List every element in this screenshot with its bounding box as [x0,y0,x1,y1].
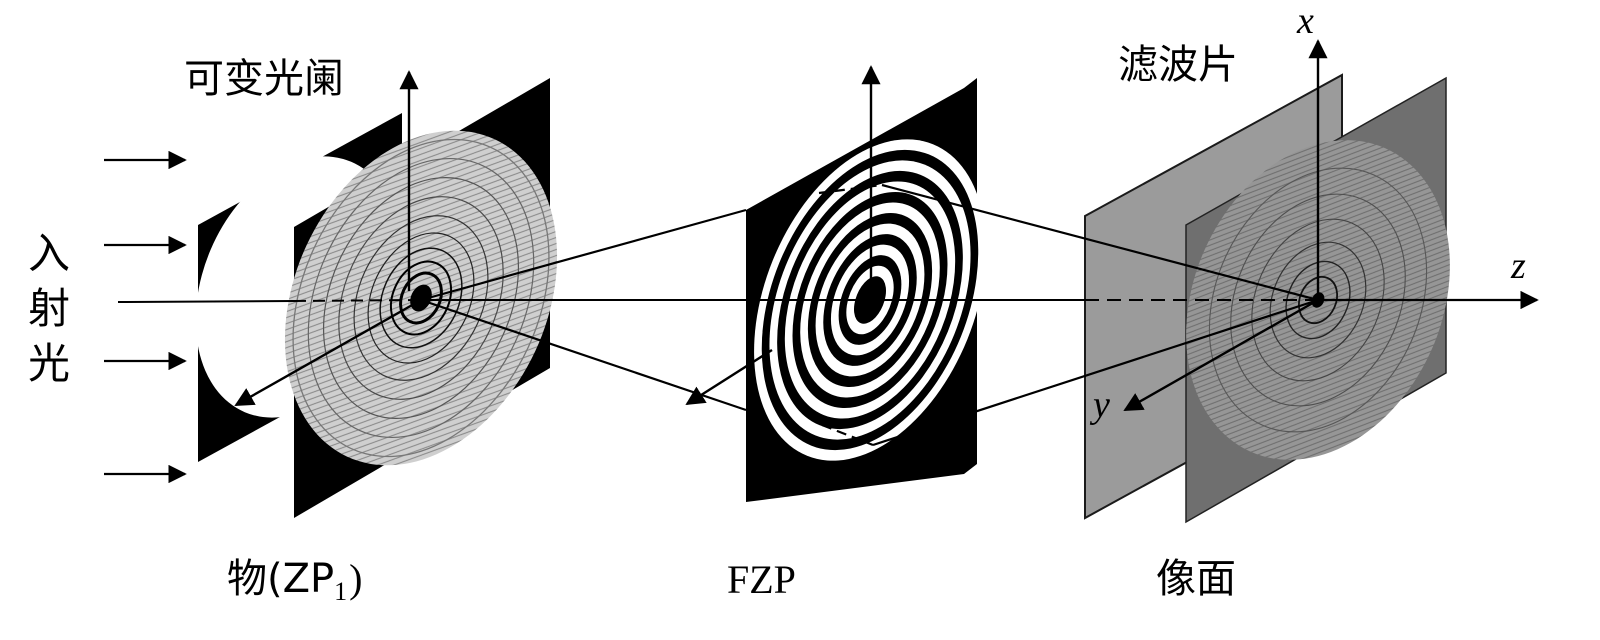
ray-object-to-fzp-bottom [420,298,747,412]
z-axis-label: z [1510,245,1526,287]
filter-label: 滤波片 [1118,42,1238,88]
ray-fzp-to-image-top [881,183,1319,302]
object-plane-zp1 [284,78,558,518]
object-label-suffix: ) [349,556,362,601]
object-diagonal-axis [234,298,422,407]
y-axis-label: y [1089,384,1110,426]
incident-light-char-3: 光 [28,339,70,388]
variable-aperture-label: 可变光阑 [184,56,344,102]
ray-lines [420,183,1319,447]
ray-fzp-to-image-bottom [872,298,1319,447]
object-label: 物(ZP1) [227,556,362,606]
image-plane-label: 像面 [1156,556,1236,602]
fzp-label: FZP [727,557,796,602]
object-zone-rings [292,138,550,458]
x-axis-label: x [1296,0,1314,42]
object-label-prefix: 物(ZP [227,556,334,602]
image-zone-rings [1208,167,1428,433]
ray-fzp-bottom-dashed [821,423,874,447]
incident-light-char-1: 入 [28,229,70,278]
ray-fzp-top-dashed [818,183,883,195]
optical-axis-left [117,300,295,303]
optical-axis-object-dashed [293,299,422,302]
image-y-axis [1123,298,1319,412]
incident-light-arrows [104,150,187,484]
object-label-subscript: 1 [334,577,347,606]
ray-object-to-fzp-top [420,208,747,302]
incident-light-char-2: 射 [28,284,70,333]
